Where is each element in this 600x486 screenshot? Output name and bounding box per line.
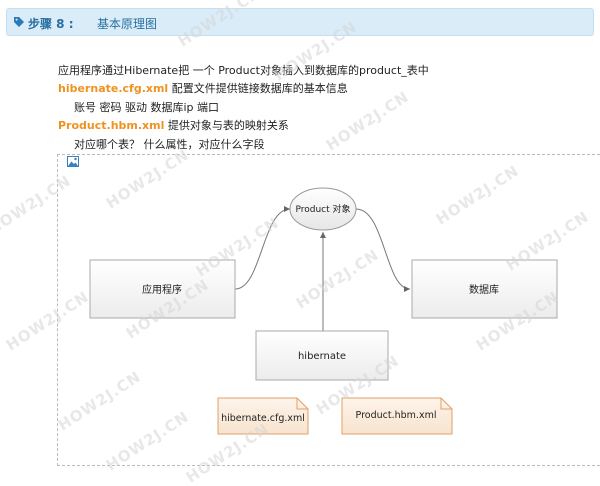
architecture-diagram: 应用程序 Product 对象 数据库 hibernate hibernate.… <box>89 187 558 435</box>
hbm-note-label: Product.hbm.xml <box>356 410 437 421</box>
image-frame <box>57 154 600 466</box>
step-title: 基本原理图 <box>97 17 158 31</box>
connector-arrows <box>234 206 411 331</box>
intro-line-4: Product.hbm.xml 提供对象与表的映射关系 <box>58 117 289 133</box>
hbm-file-desc: 提供对象与表的映射关系 <box>167 119 289 132</box>
database-box-label: 数据库 <box>469 283 499 296</box>
cfg-file-desc: 配置文件提供链接数据库的基本信息 <box>171 82 348 95</box>
intro-line-1: 应用程序通过Hibernate把 一个 Product对象插入到数据库的prod… <box>58 64 429 77</box>
hibernate-box: hibernate <box>255 330 389 381</box>
product-object-ellipse: Product 对象 <box>289 187 357 231</box>
step-label: 步骤 8 : <box>28 17 74 31</box>
hbm-file-name: Product.hbm.xml <box>58 119 165 132</box>
cfg-note: hibernate.cfg.xml <box>217 397 309 435</box>
hbm-note: Product.hbm.xml <box>341 397 453 435</box>
cfg-file-name: hibernate.cfg.xml <box>58 82 169 95</box>
cfg-note-label: hibernate.cfg.xml <box>221 413 305 424</box>
app-box: 应用程序 <box>89 259 236 319</box>
intro-line-3: 账号 密码 驱动 数据库ip 端口 <box>74 101 220 114</box>
database-box: 数据库 <box>411 259 558 319</box>
intro-line-5: 对应哪个表？ 什么属性，对应什么字段 <box>74 138 265 151</box>
app-box-label: 应用程序 <box>142 283 182 296</box>
product-object-label: Product 对象 <box>295 203 350 215</box>
step-header: 步骤 8 : 基本原理图 <box>6 8 594 36</box>
hibernate-box-label: hibernate <box>298 351 346 362</box>
intro-line-2: hibernate.cfg.xml 配置文件提供链接数据库的基本信息 <box>58 80 348 96</box>
image-icon <box>67 156 79 167</box>
tag-icon <box>14 17 24 27</box>
